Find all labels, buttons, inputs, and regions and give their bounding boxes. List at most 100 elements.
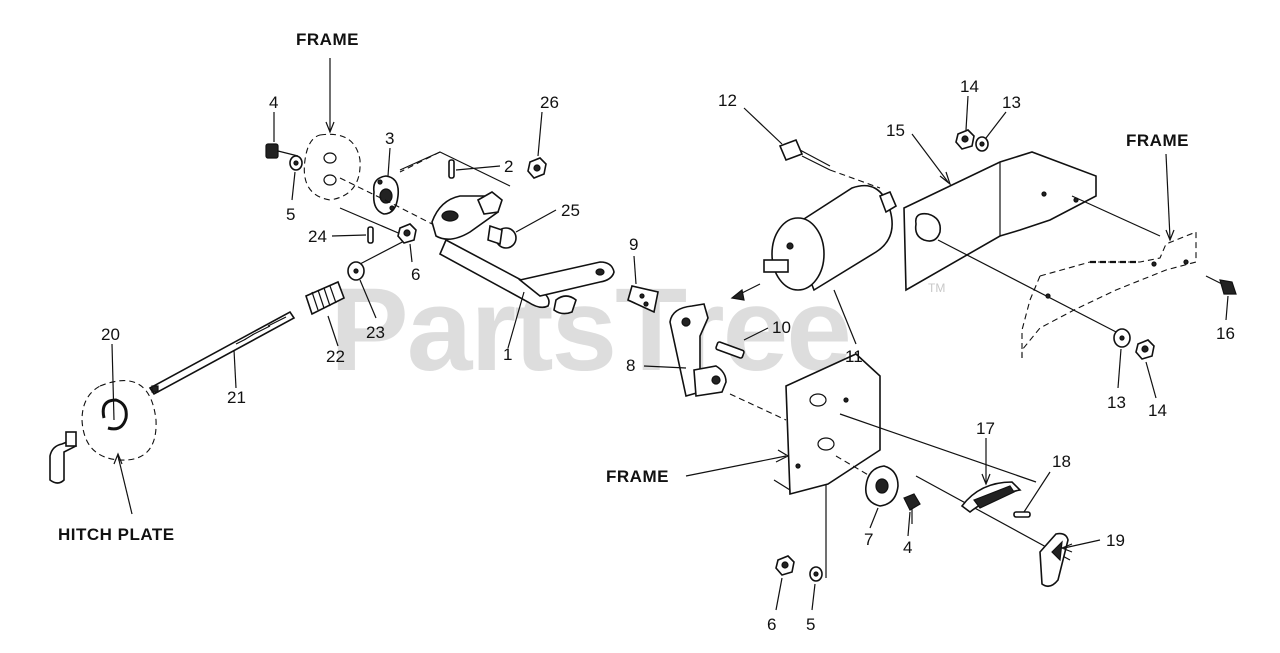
- callout-26: 26: [540, 93, 559, 112]
- part-15-bracket: [903, 151, 1097, 292]
- part-4-bolt: [265, 143, 299, 159]
- callout-14-top: 14: [960, 77, 979, 96]
- callout-19: 19: [1106, 531, 1125, 550]
- frame-plate-right: [1021, 231, 1197, 358]
- part-16-bolt: [1205, 275, 1237, 295]
- assembly-line: [729, 393, 787, 421]
- part-19-knob: [1039, 532, 1069, 588]
- leader-19: [1063, 539, 1101, 549]
- callout-6: 6: [411, 265, 420, 284]
- callout-14-bottom: 14: [1148, 401, 1167, 420]
- part-14-nut-bottom: [1135, 339, 1155, 360]
- leader-9: [633, 255, 637, 285]
- leader-15: [911, 133, 949, 183]
- leader-12: [743, 107, 783, 145]
- leader-1: [507, 291, 525, 349]
- part-21-rod: [148, 310, 296, 396]
- callout-2: 2: [504, 157, 513, 176]
- callout-18: 18: [1052, 452, 1071, 471]
- callout-24: 24: [308, 227, 327, 246]
- part-6-nut: [397, 223, 417, 244]
- label-frame-top: FRAME: [296, 30, 359, 49]
- part-4-screw: [903, 493, 921, 524]
- part-11-cylinder: [763, 184, 898, 292]
- arrowhead: [730, 288, 745, 301]
- arrowhead: [1060, 543, 1073, 553]
- arrowhead: [775, 449, 790, 463]
- leader-frame-bottom: [685, 455, 787, 477]
- callout-20: 20: [101, 325, 120, 344]
- leader-hitch-plate: [117, 455, 133, 515]
- leader-5: [291, 171, 296, 201]
- part-13-washer-bottom: [1113, 328, 1131, 348]
- assembly-line: [937, 239, 1121, 335]
- part-5-washer-bottom: [809, 566, 823, 582]
- assembly-line: [829, 169, 881, 189]
- leader-14-bottom: [1145, 361, 1157, 399]
- leader-11: [833, 289, 857, 345]
- part-13-washer-top: [975, 136, 989, 152]
- callout-16: 16: [1216, 324, 1235, 343]
- part-22-spring: [305, 280, 346, 316]
- callout-1: 1: [503, 345, 512, 364]
- leader-20: [111, 343, 115, 421]
- leader-22: [327, 315, 339, 347]
- callout-17: 17: [976, 419, 995, 438]
- leader-23: [359, 279, 377, 319]
- assembly-line: [339, 177, 441, 229]
- leader-6-bottom: [775, 577, 783, 611]
- part-23-washer: [347, 261, 365, 281]
- leader-18: [1023, 471, 1051, 513]
- callout-4-bottom: 4: [903, 538, 912, 557]
- part-26-nut: [527, 157, 547, 179]
- leader-16: [1225, 295, 1229, 321]
- label-frame-bottom: FRAME: [606, 467, 669, 486]
- leader-14-top: [965, 95, 969, 131]
- part-20-retaining-ring: [101, 398, 128, 431]
- callout-13-bottom: 13: [1107, 393, 1126, 412]
- watermark-trademark: TM: [928, 281, 945, 295]
- callout-12: 12: [718, 91, 737, 110]
- part-24-cotter-pin: [367, 226, 374, 244]
- callout-10: 10: [772, 318, 791, 337]
- part-10-bolt: [715, 341, 745, 359]
- callout-5: 5: [286, 205, 295, 224]
- part-25-pin: [487, 224, 517, 249]
- leader-10: [743, 327, 769, 341]
- arrowhead: [939, 171, 952, 186]
- leader-4-bottom: [907, 511, 911, 537]
- callout-4: 4: [269, 93, 278, 112]
- leader-2: [455, 165, 501, 171]
- leader-13-top: [985, 111, 1007, 139]
- leader-6: [409, 243, 413, 263]
- callout-3: 3: [385, 129, 394, 148]
- arrowhead: [113, 452, 123, 465]
- callout-13-top: 13: [1002, 93, 1021, 112]
- leader-21: [233, 349, 237, 389]
- callout-7: 7: [864, 530, 873, 549]
- callout-15: 15: [886, 121, 905, 140]
- part-18-pin: [1013, 511, 1031, 518]
- part-12-bolt: [778, 138, 831, 171]
- callout-11: 11: [845, 347, 863, 366]
- arrowhead: [1165, 229, 1175, 242]
- assembly-line: [835, 455, 871, 477]
- hitch-plate: [49, 380, 157, 484]
- part-14-nut-top: [955, 129, 975, 150]
- leader-25: [515, 209, 557, 233]
- leader-5-bottom: [811, 583, 816, 611]
- leader-8: [643, 365, 687, 369]
- callout-6-bottom: 6: [767, 615, 776, 634]
- arrowhead: [981, 473, 991, 486]
- assembly-line: [399, 151, 441, 173]
- leader-7: [869, 507, 879, 529]
- callout-9: 9: [629, 235, 638, 254]
- assembly-line: [839, 413, 1037, 483]
- callout-21: 21: [227, 388, 246, 407]
- leader-frame-right: [1165, 153, 1171, 239]
- callout-23: 23: [366, 323, 385, 342]
- part-1-shift-arm: [431, 191, 615, 315]
- callout-8: 8: [626, 356, 635, 375]
- part-2-pin: [448, 159, 455, 179]
